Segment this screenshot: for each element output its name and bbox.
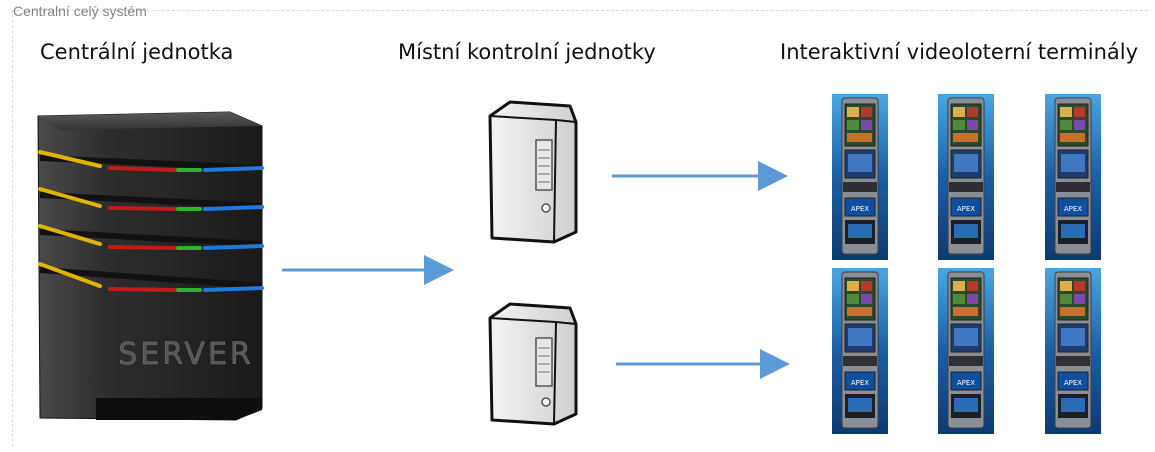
vlt-terminal-icon: APEX [1045, 94, 1101, 260]
top-caption: Centralní celý systém [13, 3, 147, 19]
vlt-terminal-icon: APEX [832, 268, 888, 434]
local-server-icon-2 [488, 302, 578, 426]
terminal-brand-text: APEX [1064, 379, 1082, 387]
local-server-icon-1 [488, 100, 578, 244]
server-text: SERVER [118, 337, 254, 372]
vlt-terminal-icon: APEX [938, 268, 994, 434]
terminal-brand-text: APEX [851, 205, 869, 213]
terminal-brand-text: APEX [851, 379, 869, 387]
central-server-icon: SERVER [37, 111, 264, 421]
central-unit-label: Centrální jednotka [40, 40, 234, 64]
terminal-brand-text: APEX [957, 205, 975, 213]
terminal-brand-text: APEX [957, 379, 975, 387]
diagram-frame: Centralní celý systém [12, 3, 1148, 447]
terminal-brand-text: APEX [1064, 205, 1082, 213]
terminals-group: APEX APEX APEX APEX APEX APEX [832, 94, 1101, 434]
local-units-label: Místní kontrolní jednotky [398, 40, 656, 64]
vlt-terminal-icon: APEX [832, 94, 888, 260]
terminals-label: Interaktivní videoloterní terminály [780, 40, 1139, 64]
vlt-terminal-icon: APEX [1045, 268, 1101, 434]
vlt-terminal-icon: APEX [938, 94, 994, 260]
